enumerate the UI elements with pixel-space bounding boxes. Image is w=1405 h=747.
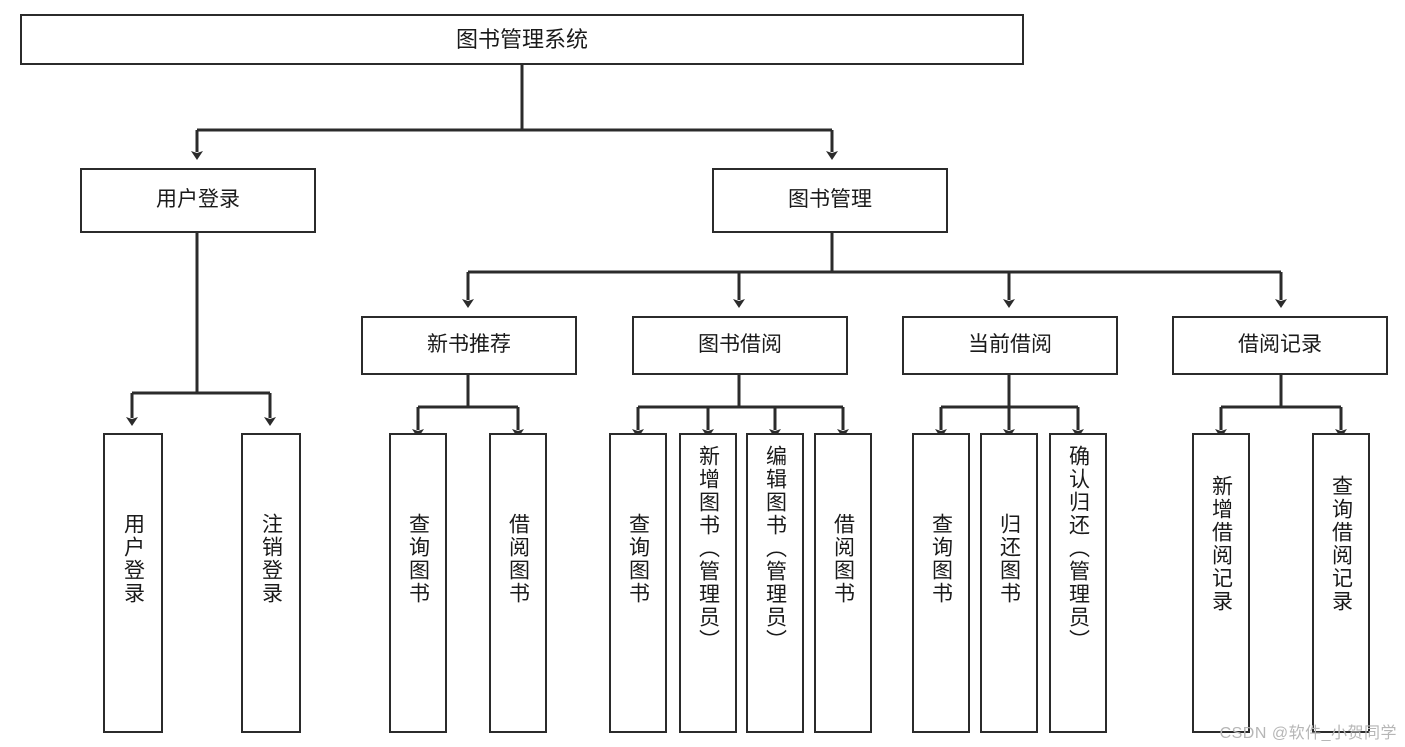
leaf-book-borrow-edit-book-admin[interactable]: 编辑图书（管理员） <box>746 433 804 733</box>
node-book-borrow[interactable]: 图书借阅 <box>632 316 848 375</box>
node-label: 归还图书 <box>997 513 1021 605</box>
leaf-current-borrow-query-book[interactable]: 查询图书 <box>912 433 970 733</box>
node-book-management[interactable]: 图书管理 <box>712 168 948 233</box>
node-user-login[interactable]: 用户登录 <box>80 168 316 233</box>
leaf-book-borrow-add-book-admin[interactable]: 新增图书（管理员） <box>679 433 737 733</box>
node-label: 确认归还（管理员） <box>1066 445 1090 652</box>
node-current-borrow[interactable]: 当前借阅 <box>902 316 1118 375</box>
node-label: 查询图书 <box>406 513 430 605</box>
leaf-book-borrow-borrow-book[interactable]: 借阅图书 <box>814 433 872 733</box>
node-label: 注销登录 <box>259 513 283 605</box>
leaf-borrow-record-query-record[interactable]: 查询借阅记录 <box>1312 433 1370 733</box>
leaf-user-login-login[interactable]: 用户登录 <box>103 433 163 733</box>
leaf-current-borrow-return-book[interactable]: 归还图书 <box>980 433 1038 733</box>
leaf-borrow-record-add-record[interactable]: 新增借阅记录 <box>1192 433 1250 733</box>
leaf-current-borrow-confirm-return-admin[interactable]: 确认归还（管理员） <box>1049 433 1107 733</box>
node-label: 用户登录 <box>121 513 145 605</box>
leaf-book-borrow-query-book[interactable]: 查询图书 <box>609 433 667 733</box>
node-label: 借阅图书 <box>506 513 530 605</box>
node-label: 新增借阅记录 <box>1209 475 1233 613</box>
node-root-book-management-system[interactable]: 图书管理系统 <box>20 14 1024 65</box>
node-label: 图书管理系统 <box>455 26 588 52</box>
node-label: 新增图书（管理员） <box>696 445 720 652</box>
node-borrow-record[interactable]: 借阅记录 <box>1172 316 1388 375</box>
leaf-new-book-query-book[interactable]: 查询图书 <box>389 433 447 733</box>
node-label: 借阅记录 <box>1238 333 1322 357</box>
node-label: 图书借阅 <box>698 333 782 357</box>
node-label: 用户登录 <box>156 188 240 212</box>
node-label: 编辑图书（管理员） <box>763 445 787 652</box>
node-label: 查询图书 <box>626 513 650 605</box>
node-label: 图书管理 <box>788 188 872 212</box>
node-label: 当前借阅 <box>968 333 1052 357</box>
node-label: 查询借阅记录 <box>1329 475 1353 613</box>
leaf-new-book-borrow-book[interactable]: 借阅图书 <box>489 433 547 733</box>
node-label: 查询图书 <box>929 513 953 605</box>
node-label: 新书推荐 <box>427 333 511 357</box>
node-label: 借阅图书 <box>831 513 855 605</box>
leaf-user-login-logout[interactable]: 注销登录 <box>241 433 301 733</box>
node-new-book-recommend[interactable]: 新书推荐 <box>361 316 577 375</box>
